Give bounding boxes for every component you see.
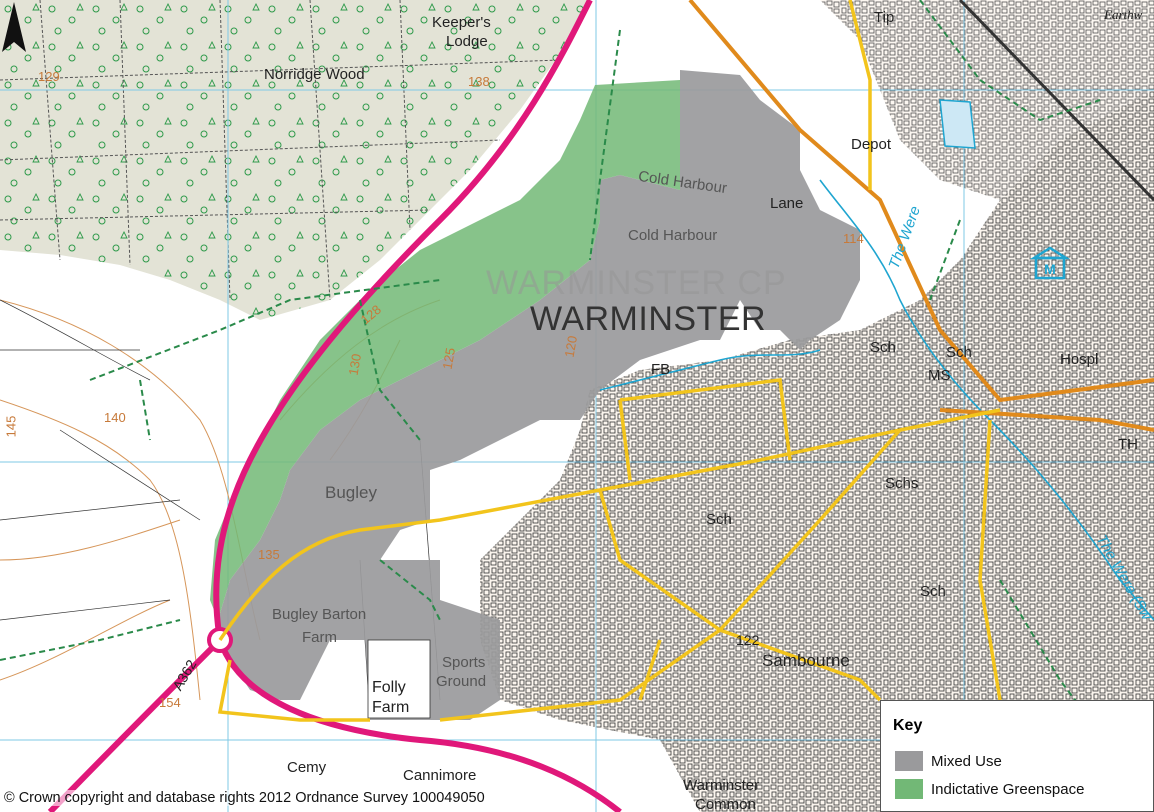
- folly-farm-label: Farm: [372, 699, 410, 716]
- bugley-barton-label: Bugley Barton: [272, 606, 367, 623]
- mixed-use-swatch: [895, 751, 923, 771]
- town-area: [480, 90, 1154, 812]
- bugley-label: Bugley: [325, 483, 377, 502]
- sch-label-1: Sch: [870, 339, 896, 356]
- th-label: TH: [1118, 436, 1138, 453]
- ms-label: MS: [928, 367, 951, 384]
- greenspace-area: [210, 80, 680, 620]
- lane-label: Lane: [770, 195, 804, 212]
- norridge-wood-label: Norridge Wood: [264, 66, 365, 83]
- town-label: WARMINSTER: [530, 300, 767, 338]
- contour-label-135: 135: [258, 547, 280, 562]
- woodland-area: [0, 0, 590, 320]
- a362-road-south: [47, 637, 223, 812]
- b-roads: [688, 0, 1154, 432]
- contour-label-138: 138: [468, 74, 490, 89]
- spot-height-122: 122: [736, 632, 760, 648]
- map-key: Key Mixed Use Indictative Greenspace: [880, 700, 1154, 812]
- schs-label: Schs: [885, 475, 919, 492]
- contour-label-120: 120: [561, 334, 581, 359]
- parish-label: WARMINSTER CP: [486, 264, 787, 302]
- railway: [958, 0, 1154, 202]
- sch-label-2: Sch: [946, 344, 972, 361]
- fb-label: FB: [651, 361, 671, 378]
- mixed-use-label: Mixed Use: [931, 753, 1002, 770]
- north-town-area: [820, 0, 1154, 200]
- water-features: [599, 179, 1154, 621]
- contour-label-129: 129: [38, 69, 60, 84]
- greenspace-label: Indictative Greenspace: [931, 781, 1085, 798]
- reservoir: [939, 99, 976, 149]
- sports-label: Sports: [442, 654, 486, 671]
- folly-farm-plot: [367, 639, 431, 719]
- folly-label: Folly: [372, 679, 406, 696]
- tip-label: Tip: [874, 9, 895, 26]
- keepers-lodge-label: Keeper's: [432, 14, 491, 31]
- keepers-lodge-label-2: Lodge: [446, 33, 488, 50]
- copyright-notice: © Crown copyright and database rights 20…: [4, 790, 485, 806]
- contour-label-140: 140: [104, 410, 126, 425]
- cannimore-label: Cannimore: [403, 767, 477, 784]
- cold-harbour-label: Cold Harbour: [628, 227, 718, 244]
- depot-label: Depot: [851, 136, 892, 153]
- farm-label: Farm: [302, 629, 337, 646]
- north-arrow-icon: [2, 2, 26, 52]
- svg-text:M: M: [1044, 261, 1056, 277]
- museum-icon: M: [1030, 246, 1070, 280]
- warminster-common-label-2: Common: [695, 796, 756, 812]
- earthwork-label: Earthw: [1104, 7, 1143, 22]
- sch-label-3: Sch: [706, 511, 732, 528]
- mixed-use-area: [218, 70, 860, 720]
- contour-label-145: 145: [3, 415, 19, 438]
- contour-label-114: 114: [843, 231, 864, 246]
- contour-label-125: 125: [439, 346, 459, 371]
- greenspace-swatch: [895, 779, 923, 799]
- key-title: Key: [893, 717, 923, 734]
- sambourne-label: Sambourne: [762, 651, 850, 670]
- hospl-label: Hospl: [1060, 351, 1099, 368]
- a362-road: [213, 0, 622, 812]
- sch-label-4: Sch: [920, 583, 946, 600]
- contour-label-154: 154: [159, 695, 181, 710]
- minor-roads: [217, 0, 1002, 722]
- warminster-common-label: Warminster: [683, 777, 760, 794]
- cemy-label: Cemy: [287, 759, 327, 776]
- wood-paths: [0, 0, 561, 301]
- ground-label: Ground: [436, 673, 487, 690]
- contour-label-130: 130: [345, 352, 365, 377]
